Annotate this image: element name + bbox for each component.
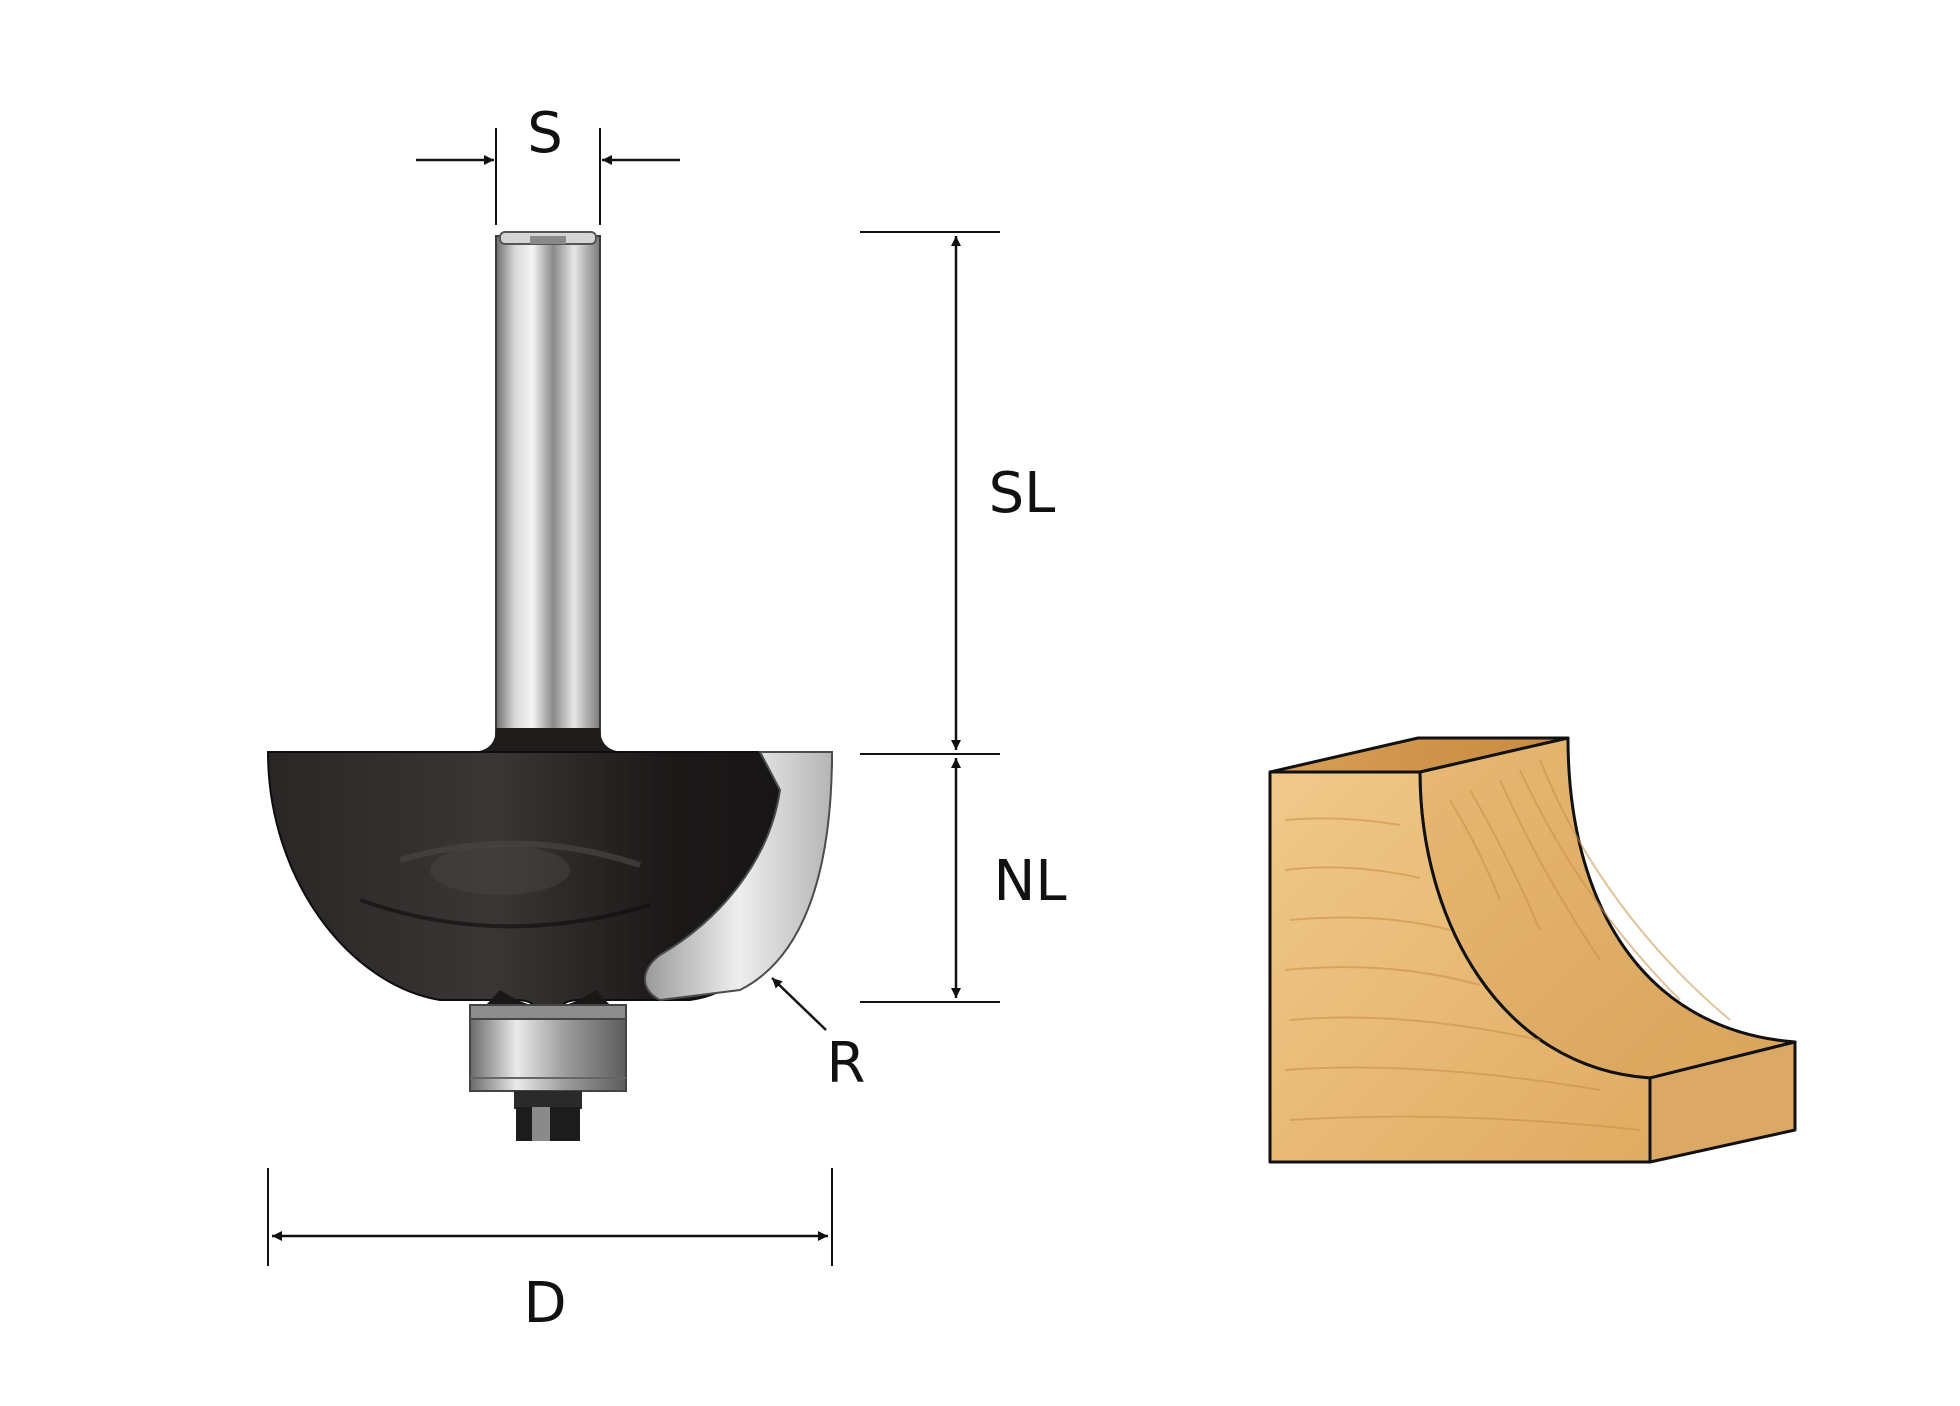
dimension-r: R (771, 977, 866, 1096)
wood-grain (1284, 759, 1731, 1131)
dimension-s: S (416, 101, 680, 225)
carbide-blade (644, 751, 834, 1002)
label-s: S (527, 101, 563, 166)
label-nl: NL (993, 849, 1066, 914)
dimension-sl: SL (860, 231, 1056, 750)
bearing-screw (514, 1091, 582, 1141)
label-sl: SL (989, 461, 1056, 526)
wood-profile-sample (1268, 736, 1797, 1164)
router-bit (266, 231, 834, 1141)
bottom-fillet (486, 990, 610, 1006)
label-d: D (523, 1271, 566, 1336)
bearing (469, 1004, 627, 1092)
label-r: R (827, 1031, 866, 1096)
dimension-nl: NL (860, 753, 1067, 1003)
shank (495, 231, 601, 749)
shank-neck (470, 728, 626, 752)
dimension-d: D (267, 1168, 833, 1336)
